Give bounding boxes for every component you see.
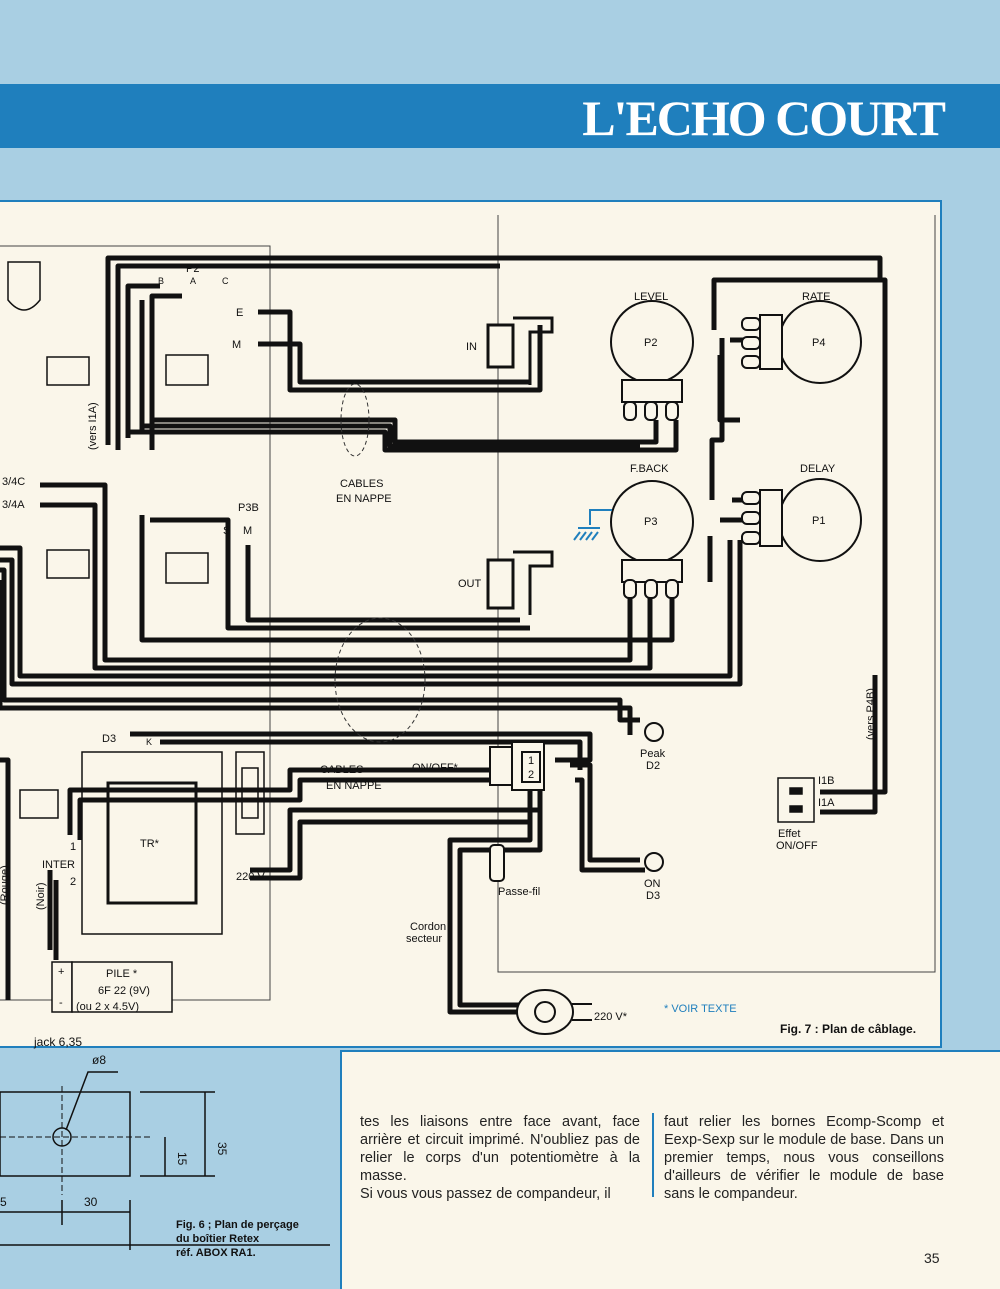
label-peak: Peak: [640, 748, 666, 760]
label-pile-alt: (ou 2 x 4.5V): [76, 1001, 139, 1013]
page-number: 35: [924, 1250, 940, 1266]
label-b: B: [158, 276, 164, 286]
label-s: S: [223, 525, 230, 537]
figure-7-caption: Fig. 7 : Plan de câblage.: [780, 1022, 916, 1036]
label-dim15: 15: [175, 1152, 189, 1166]
led-d2: [644, 722, 664, 742]
passe-fil: [489, 844, 505, 882]
label-out: OUT: [458, 578, 482, 590]
label-sw2: 2: [528, 769, 534, 781]
column-divider: [652, 1113, 654, 1197]
label-pot-p2: P2: [644, 337, 657, 349]
in-jack: [486, 316, 554, 385]
label-minus: -: [59, 997, 63, 1009]
label-one: 1: [70, 841, 76, 853]
label-dim30: 30: [84, 1195, 98, 1209]
label-tr: TR*: [140, 838, 160, 850]
label-on-d3: D3: [646, 890, 660, 902]
out-jack: [486, 550, 554, 615]
pot-p1: [741, 478, 862, 562]
article-column-1: tes les liaisons entre face avant, face …: [360, 1113, 640, 1203]
label-pile-type: 6F 22 (9V): [98, 985, 150, 997]
pot-p4: [741, 300, 862, 384]
label-m: M: [232, 339, 241, 351]
label-pot-p3: P3: [644, 516, 657, 528]
label-noir: (Noir): [35, 883, 47, 911]
effet-switch: [777, 777, 815, 823]
label-cables-1b: EN NAPPE: [336, 493, 392, 505]
label-rouge: (Rouge): [0, 865, 11, 905]
label-k: K: [146, 737, 152, 747]
label-vers-p4b: (vers P4B): [865, 688, 877, 740]
label-a: A: [190, 276, 196, 286]
label-two: 2: [70, 876, 76, 888]
figure-6-caption-2: du boîtier Retex: [176, 1233, 260, 1245]
label-cables-2b: EN NAPPE: [326, 780, 382, 792]
label-on: ON: [644, 878, 661, 890]
label-p34c: 3/4C: [2, 476, 25, 488]
pot-p3: [610, 480, 694, 599]
ground-icon: [573, 509, 612, 541]
label-i1a: I1A: [818, 797, 835, 809]
label-effet: Effet: [778, 828, 800, 840]
label-m2: M: [243, 525, 252, 537]
cable-bundle-markers: [334, 383, 426, 743]
label-fback: F.BACK: [630, 463, 669, 475]
label-p2-top: P2: [186, 263, 199, 275]
label-plug-220v: 220 V*: [594, 1011, 628, 1023]
label-c: C: [222, 276, 229, 286]
label-diameter: ø8: [92, 1053, 106, 1067]
label-inter: INTER: [42, 859, 75, 871]
label-level: LEVEL: [634, 291, 668, 303]
article-col2-para1: faut relier les bornes Ecomp-Scomp et Ee…: [664, 1114, 944, 1202]
label-delay: DELAY: [800, 463, 836, 475]
label-vers-i1a: (vers I1A): [87, 402, 99, 450]
article-text-panel: [340, 1050, 1000, 1289]
label-d3: D3: [102, 733, 116, 745]
article-col1-para1: tes les liaisons entre face avant, face …: [360, 1114, 640, 1184]
article-col1-para2: Si vous vous passez de compandeur, il: [360, 1186, 611, 1202]
figure-6-caption-3: réf. ABOX RA1.: [176, 1247, 256, 1259]
label-dim5: 5: [0, 1195, 7, 1209]
header-banner: [0, 84, 1000, 148]
label-p3b: P3B: [238, 502, 259, 514]
label-plus: +: [58, 966, 64, 978]
label-dim35: 35: [215, 1142, 229, 1156]
pot-p2: [610, 300, 694, 421]
transformer-tr: [81, 751, 265, 935]
battery-pile: [51, 961, 173, 1013]
label-cordon: Cordon: [410, 921, 446, 933]
board-components: [7, 261, 209, 819]
label-sw1: 1: [528, 755, 534, 767]
label-pot-p4: P4: [812, 337, 825, 349]
voir-texte-note: * VOIR TEXTE: [664, 1003, 737, 1015]
label-peak-d2: D2: [646, 760, 660, 772]
label-in: IN: [466, 341, 477, 353]
diagram-labels: P2 B A C E M (vers I1A) IN OUT CABLES EN…: [0, 263, 916, 1259]
label-secteur: secteur: [406, 933, 442, 945]
label-effet-onoff: ON/OFF: [776, 840, 818, 852]
label-p34a: 3/4A: [2, 499, 25, 511]
wires: [0, 255, 888, 1015]
page-title: L'ECHO COURT: [582, 90, 946, 146]
label-220v: 220 V: [236, 871, 265, 883]
label-passe-fil: Passe-fil: [498, 886, 540, 898]
label-cables-1a: CABLES: [340, 478, 383, 490]
label-e: E: [236, 307, 243, 319]
drilling-plan: [0, 1071, 330, 1250]
figure-6-caption-1: Fig. 6 ; Plan de perçage: [176, 1219, 299, 1231]
led-d3: [644, 852, 664, 872]
label-onoff: ON/OFF*: [412, 762, 459, 774]
article-column-2: faut relier les bornes Ecomp-Scomp et Ee…: [664, 1113, 944, 1203]
onoff-switch: [489, 741, 545, 791]
label-pot-p1: P1: [812, 515, 825, 527]
mains-plug: [516, 989, 592, 1035]
label-jack: jack 6,35: [33, 1035, 82, 1049]
label-cables-2a: CABLES: [320, 764, 363, 776]
label-i1b: I1B: [818, 775, 835, 787]
label-pile: PILE *: [106, 968, 138, 980]
label-rate: RATE: [802, 291, 831, 303]
